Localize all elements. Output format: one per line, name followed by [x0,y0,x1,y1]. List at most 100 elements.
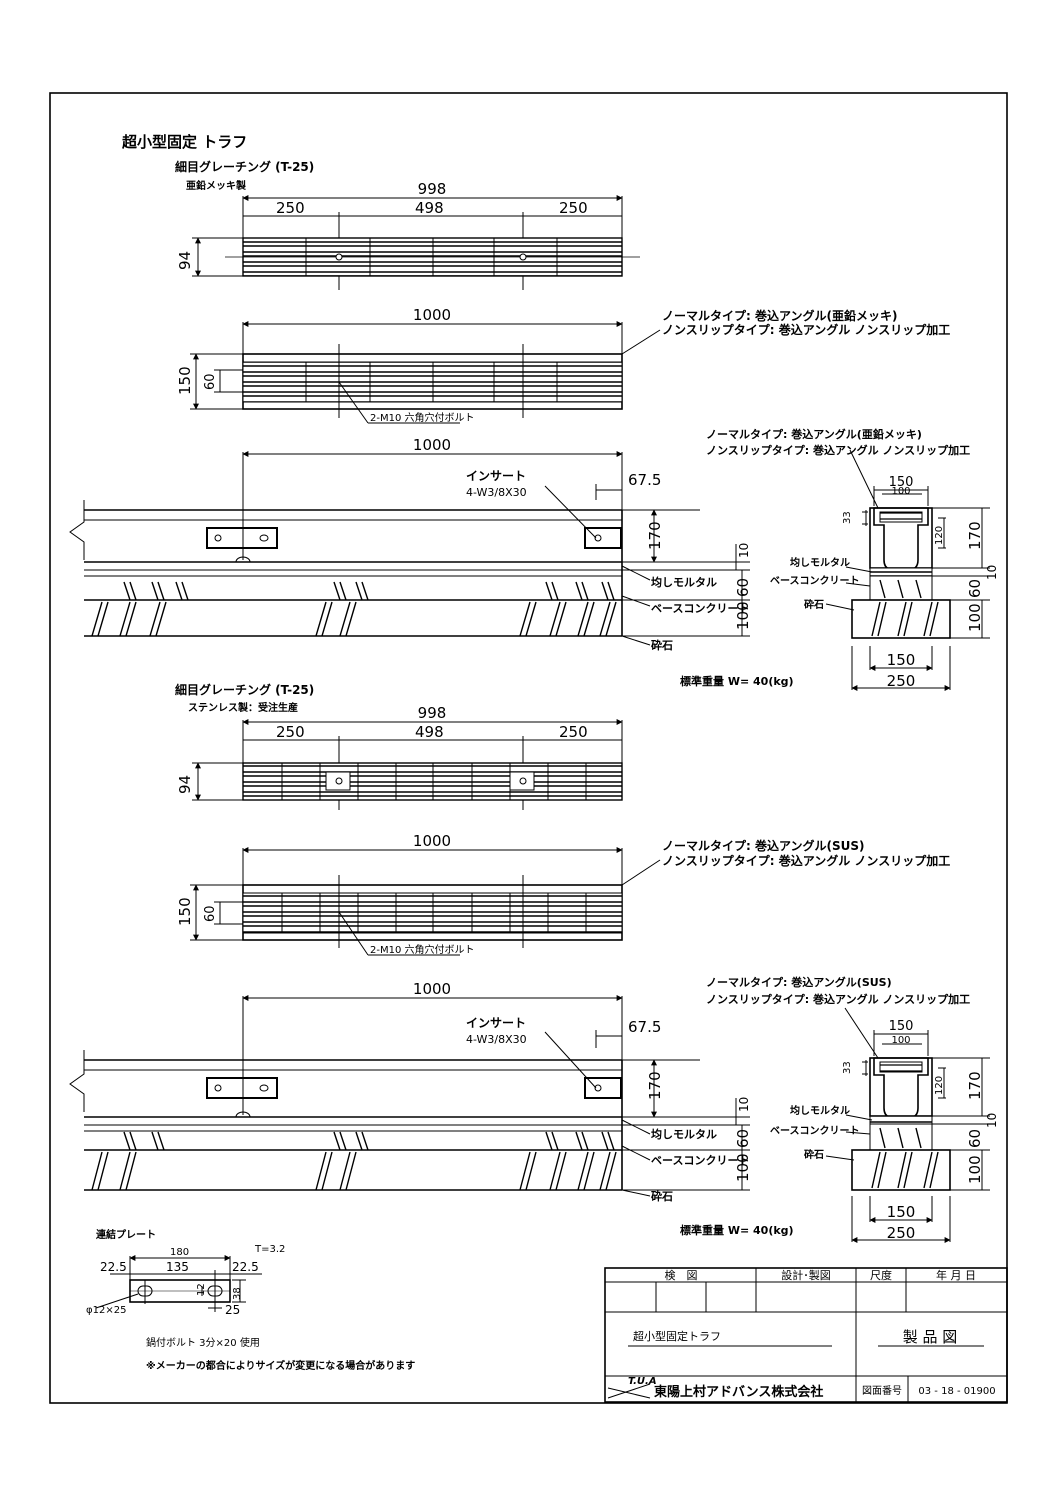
cross2-b150: 150 [887,1203,916,1221]
angle-note-1b: ノンスリップタイプ: 巻込アングル ノンスリップ加工 [662,322,950,337]
cross2-d10: 10 [985,1113,999,1128]
top1-height: 94 [176,251,194,270]
trough2-mortar: 均しモルタル [651,1127,717,1141]
top1-left: 250 [276,199,305,217]
top2-total: 998 [418,704,447,722]
cross2-gravel: 砕石 [804,1148,824,1161]
section2-heading: 細目グレーチング (T-25) [175,682,314,697]
top2-height: 94 [176,775,194,794]
cross1-d33: 33 [842,511,853,524]
bolt-note-1: 2-M10 六角穴付ボルト [370,411,475,424]
top2-mid: 498 [415,723,444,741]
cross2-d60: 60 [966,1129,984,1148]
trough2-base: ベースコンクリート [651,1154,749,1167]
top2-left: 250 [276,723,305,741]
trough1-offset: 67.5 [628,471,661,489]
trough-long-1 [69,451,750,646]
plate-d22a: 22.5 [100,1260,127,1274]
cross2-mortar: 均しモルタル [790,1104,850,1117]
cross1-d170: 170 [966,521,984,550]
cross2-w150: 150 [889,1019,914,1034]
sheet-border [49,92,1008,1404]
angle-note-1a: ノーマルタイプ: 巻込アングル(亜鉛メッキ) [662,308,897,323]
cross2-note2: ノンスリップタイプ: 巻込アングル ノンスリップ加工 [706,992,970,1006]
plate-d22b: 22.5 [232,1260,259,1274]
trough2-h10: 10 [737,1097,751,1112]
trough-long-2 [69,995,750,1197]
cross-section-2 [825,1007,990,1243]
trough1-base: ベースコンクリート [651,602,749,615]
trough2-h170: 170 [646,1071,664,1100]
cross1-d120: 120 [934,526,945,545]
trough1-h60: 60 [734,578,752,597]
top1-total: 998 [418,180,447,198]
section2-material: ステンレス製：受注生産 [188,701,298,714]
tb-company-logo: T.U.A [628,1376,657,1387]
plate-hole: φ12×25 [86,1305,126,1316]
cross2-note1: ノーマルタイプ: 巻込アングル(SUS) [706,975,892,989]
tb-check: 検 図 [665,1268,698,1282]
side1-h60: 60 [203,373,218,390]
cross1-note2: ノンスリップタイプ: 巻込アングル ノンスリップ加工 [706,443,970,457]
side2-h150: 150 [176,897,194,926]
plate-d135: 135 [166,1260,189,1274]
tb-design: 設計･製図 [781,1268,831,1282]
trough2-length: 1000 [413,980,451,998]
plate-bolt-use: 鍋付ボルト 3分×20 使用 [146,1336,260,1349]
section-galvanized: 細目グレーチング (T-25) 亜鉛メッキ製 998 250 498 250 9… [69,159,999,691]
cross1-d100: 100 [966,603,984,632]
section1-heading: 細目グレーチング (T-25) [175,159,314,174]
tb-drawing-no: 03 - 18 - 01900 [918,1386,995,1397]
cross-section-1 [825,449,990,691]
cross2-d100: 100 [966,1155,984,1184]
trough1-h10: 10 [737,543,751,558]
drawing-title: 超小型固定 トラフ [121,133,247,151]
cross2-d120: 120 [934,1076,945,1095]
plate-d25: 25 [225,1303,240,1317]
cross1-note1: ノーマルタイプ: 巻込アングル(亜鉛メッキ) [706,427,922,441]
plate-thickness: T=3.2 [254,1244,285,1255]
plate-d12: 12 [196,1283,207,1296]
trough1-length: 1000 [413,436,451,454]
trough1-gravel: 砕石 [651,638,673,652]
cross1-mortar: 均しモルタル [790,556,850,569]
weight-2: 標準重量 W= 40(kg) [680,1223,794,1237]
top-view-2 [192,719,623,810]
top1-mid: 498 [415,199,444,217]
trough1-h100: 100 [734,601,752,630]
trough2-offset: 67.5 [628,1018,661,1036]
cross1-w100: 100 [891,486,910,497]
tb-company: 東陽上村アドバンス株式会社 [654,1384,823,1400]
cross1-gravel: 砕石 [804,598,824,611]
cross2-d33: 33 [842,1061,853,1074]
weight-1: 標準重量 W= 40(kg) [680,674,794,688]
tb-drawing-type: 製 品 図 [903,1328,958,1346]
cross2-d170: 170 [966,1071,984,1100]
side2-h60: 60 [203,905,218,922]
trough1-mortar: 均しモルタル [651,575,717,589]
tb-date: 年 月 日 [936,1268,976,1282]
section-stainless: 細目グレーチング (T-25) ステンレス製：受注生産 998 250 498 … [69,682,999,1243]
side1-h150: 150 [176,366,194,395]
tb-product-name: 超小型固定トラフ [633,1329,721,1343]
trough2-insert: インサート [466,1016,526,1030]
cross2-b250: 250 [887,1224,916,1242]
cross1-w150: 150 [889,475,914,490]
angle-note-2b: ノンスリップタイプ: 巻込アングル ノンスリップ加工 [662,853,950,868]
trough1-insert: インサート [466,469,526,483]
side-view-2 [190,847,661,956]
cross2-w100: 100 [891,1035,910,1046]
trough1-h170: 170 [646,521,664,550]
plate-title: 連結プレート [96,1228,156,1241]
section1-material: 亜鉛メッキ製 [186,179,246,192]
bolt-note-2: 2-M10 六角穴付ボルト [370,943,475,956]
side2-length: 1000 [413,832,451,850]
trough2-h100: 100 [734,1153,752,1182]
cross2-base: ベースコンクリート [770,1125,860,1137]
trough2-gravel: 砕石 [651,1189,673,1203]
trough1-insert-spec: 4-W3/8X30 [466,486,527,499]
trough2-h60: 60 [734,1129,752,1148]
plate-d38: 38 [232,1287,243,1300]
trough2-insert-spec: 4-W3/8X30 [466,1033,527,1046]
